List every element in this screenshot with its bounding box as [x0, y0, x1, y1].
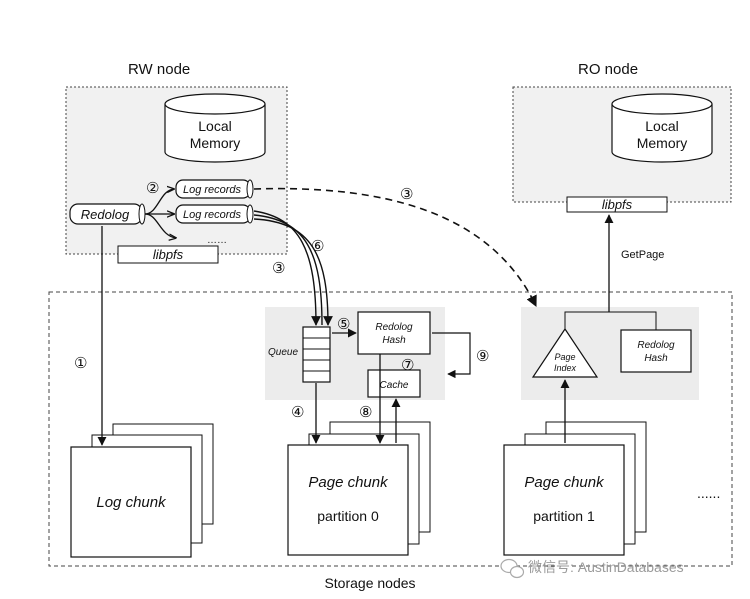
step-3-marker-storage: ③ — [272, 259, 285, 277]
ro-node-title: RO node — [578, 61, 638, 78]
rw-memory-label-1: Local — [198, 118, 231, 134]
step-2-marker: ② — [146, 179, 159, 197]
queue-icon — [302, 326, 331, 383]
log-records-label-2: Log records — [183, 209, 242, 221]
ro-redolog-hash-box — [620, 329, 692, 373]
log-chunk-stack: Log chunk — [70, 423, 214, 558]
more-chunks-ellipsis: ...... — [697, 485, 720, 501]
wechat-icon — [500, 558, 525, 579]
hash-to-cache-arrow — [432, 332, 471, 379]
rw-libpfs-box — [117, 245, 219, 264]
rw-node-title: RW node — [128, 61, 190, 78]
ro-memory-label-1: Local — [645, 118, 678, 134]
storage-nodes-title: Storage nodes — [324, 575, 415, 591]
getpage-connector — [564, 311, 657, 330]
getpage-label: GetPage — [621, 249, 664, 261]
wechat-watermark: 微信号: AustinDatabases — [500, 558, 684, 579]
ro-redolog-hash-label-2: Hash — [644, 353, 668, 364]
cache-label: Cache — [380, 380, 409, 391]
cache-box — [367, 369, 421, 398]
redolog-scroll: Redolog — [69, 203, 146, 225]
log-records-to-ro-dashed-arrow — [253, 187, 537, 308]
ro-libpfs-label: libpfs — [602, 197, 633, 212]
storage-nodes-box — [48, 291, 733, 567]
page-chunk-partition-1-stack: Page chunk partition 1 — [503, 421, 647, 556]
redolog-hash-box — [357, 311, 431, 355]
ro-redolog-hash-label-1: Redolog — [637, 340, 675, 351]
redolog-fanout-arrows — [144, 189, 176, 238]
log-records-scroll-2: Log records — [175, 204, 254, 224]
redolog-hash-label-1: Redolog — [375, 322, 413, 333]
page-chunk-1-partition: partition 1 — [533, 508, 595, 524]
rw-memory-label-2: Memory — [190, 135, 241, 151]
page-index-label-2: Index — [554, 363, 577, 373]
rw-libpfs-label: libpfs — [153, 247, 184, 262]
watermark-text: 微信号: AustinDatabases — [528, 559, 684, 575]
log-records-label-1: Log records — [183, 184, 242, 196]
log-chunk-label: Log chunk — [96, 494, 167, 511]
log-records-to-queue-arrows — [253, 210, 333, 326]
step-7-marker: ⑦ — [401, 356, 414, 374]
page-index-label-1: Page — [554, 352, 575, 362]
step-6-marker: ⑥ — [311, 237, 324, 255]
ro-local-memory-cylinder: Local Memory — [611, 93, 713, 163]
step-9-marker: ⑨ — [476, 347, 489, 365]
page-chunk-0-title: Page chunk — [308, 474, 389, 491]
step-4-marker: ④ — [291, 403, 304, 421]
log-records-scroll-1: Log records — [175, 179, 254, 199]
rw-local-memory-cylinder: Local Memory — [164, 93, 266, 163]
step-5-marker: ⑤ — [337, 315, 350, 333]
ro-libpfs-box — [566, 196, 668, 213]
page-chunk-1-title: Page chunk — [524, 474, 605, 491]
step-3-marker-ro: ③ — [400, 185, 413, 203]
redolog-label: Redolog — [81, 207, 130, 222]
queue-label: Queue — [268, 347, 298, 358]
page-chunk-0-partition: partition 0 — [317, 508, 379, 524]
ro-memory-label-2: Memory — [637, 135, 688, 151]
page-chunk-partition-0-stack: Page chunk partition 0 — [287, 421, 431, 556]
step-8-marker: ⑧ — [359, 403, 372, 421]
redolog-hash-label-2: Hash — [382, 335, 406, 346]
step-1-marker: ① — [74, 354, 87, 372]
page-index-triangle: Page Index — [531, 327, 599, 378]
log-records-ellipsis: …… — [207, 235, 227, 246]
